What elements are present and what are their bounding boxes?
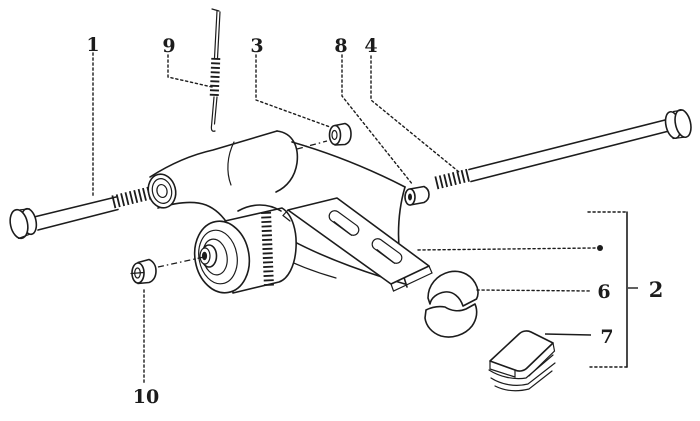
leader-9: [167, 54, 213, 88]
stud-thread-band: [209, 57, 221, 98]
buffer-hatch-band: [261, 211, 274, 288]
group-bracket-2: [587, 211, 638, 368]
nut-10-axis-line: [157, 256, 205, 268]
nut-3-hole: [331, 129, 338, 141]
leader-assembly-dot: [417, 247, 596, 251]
arm-tube: [275, 130, 299, 193]
callout-leaders: [92, 52, 603, 385]
nut-3-axis-line: [296, 140, 328, 150]
callout-8[interactable]: 8: [334, 35, 347, 57]
callout-7[interactable]: 7: [600, 326, 613, 348]
callout-1[interactable]: 1: [86, 34, 99, 56]
callout-4[interactable]: 4: [364, 35, 377, 57]
spacer-hole: [408, 193, 412, 201]
part-nut-3: [296, 122, 352, 150]
part-rubber-block-7: [488, 330, 556, 392]
part-bolt-4: [434, 108, 692, 190]
callout-10[interactable]: 10: [133, 386, 159, 408]
bolt-1-threads: [111, 186, 152, 209]
part-bolt-1: [9, 186, 152, 240]
part-pivot-eye: [147, 173, 177, 209]
part-mounting-plate: [282, 197, 433, 292]
leader-8: [341, 54, 414, 186]
leader-4: [370, 55, 460, 173]
plate-face: [287, 197, 430, 285]
leader-3: [255, 54, 331, 128]
part-buffer-cylinder: [193, 204, 297, 294]
bolt-1-shaft: [35, 196, 117, 218]
callout-6[interactable]: 6: [597, 281, 610, 303]
leader-7: [544, 333, 592, 336]
part-nut-10: [130, 256, 205, 285]
callout-labels: 1 9 3 8 4 6 2 7 10: [86, 34, 663, 408]
bolt-4-threads: [434, 168, 471, 190]
part-rubber-block-6: [424, 270, 479, 338]
part-stud-9: [209, 8, 221, 132]
callout-3[interactable]: 3: [250, 35, 263, 57]
callout-2[interactable]: 2: [649, 277, 664, 302]
assembly-reference-dot: [597, 245, 603, 251]
part-spacer: [404, 185, 430, 206]
callout-9[interactable]: 9: [162, 35, 175, 57]
leader-6: [476, 289, 592, 292]
buffer-front-face: [193, 220, 251, 294]
bolt-4-shaft: [468, 118, 668, 171]
